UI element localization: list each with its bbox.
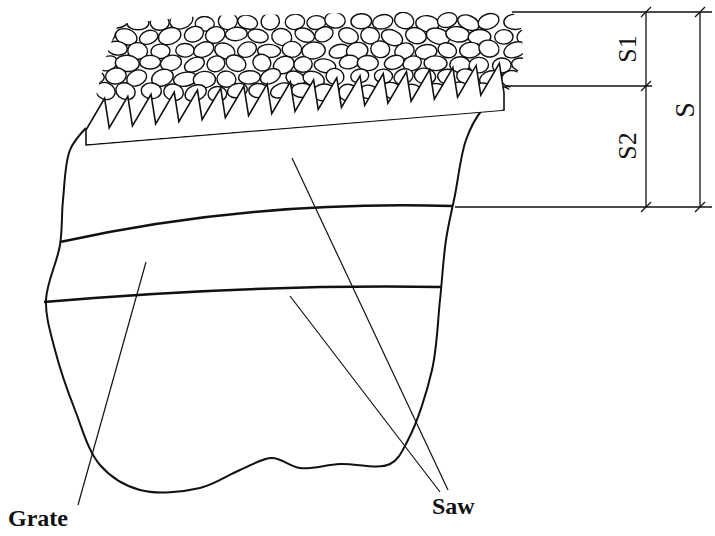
pebble [495, 29, 514, 44]
teeth-base-mask [88, 107, 502, 141]
band-top-line [60, 205, 452, 242]
pebble [477, 38, 500, 59]
pebble [338, 54, 359, 70]
pebble [502, 39, 529, 61]
dimension-label: S1 [615, 35, 641, 62]
leader-lines [78, 158, 448, 505]
pebble [509, 80, 536, 102]
pebble [238, 70, 260, 84]
pebble [282, 41, 301, 57]
band-bottom-line [44, 287, 441, 302]
pebble [225, 26, 248, 41]
pebble [445, 25, 471, 43]
pebble [105, 12, 129, 29]
pebble [182, 24, 206, 45]
dimension-label: S2 [615, 132, 641, 159]
pebble [82, 40, 105, 60]
pebble [106, 40, 128, 56]
dimension-lines [455, 7, 712, 212]
pebble [140, 55, 161, 69]
saw-teeth [86, 63, 504, 145]
grate-body [46, 92, 504, 492]
part-name: Grate [8, 506, 68, 530]
dimension-label: S [671, 102, 699, 118]
pebble [85, 15, 104, 30]
part-name: Saw [432, 494, 475, 518]
pebble [176, 43, 195, 57]
pebble [500, 69, 522, 88]
pebble [127, 16, 149, 29]
pebble [504, 14, 528, 30]
